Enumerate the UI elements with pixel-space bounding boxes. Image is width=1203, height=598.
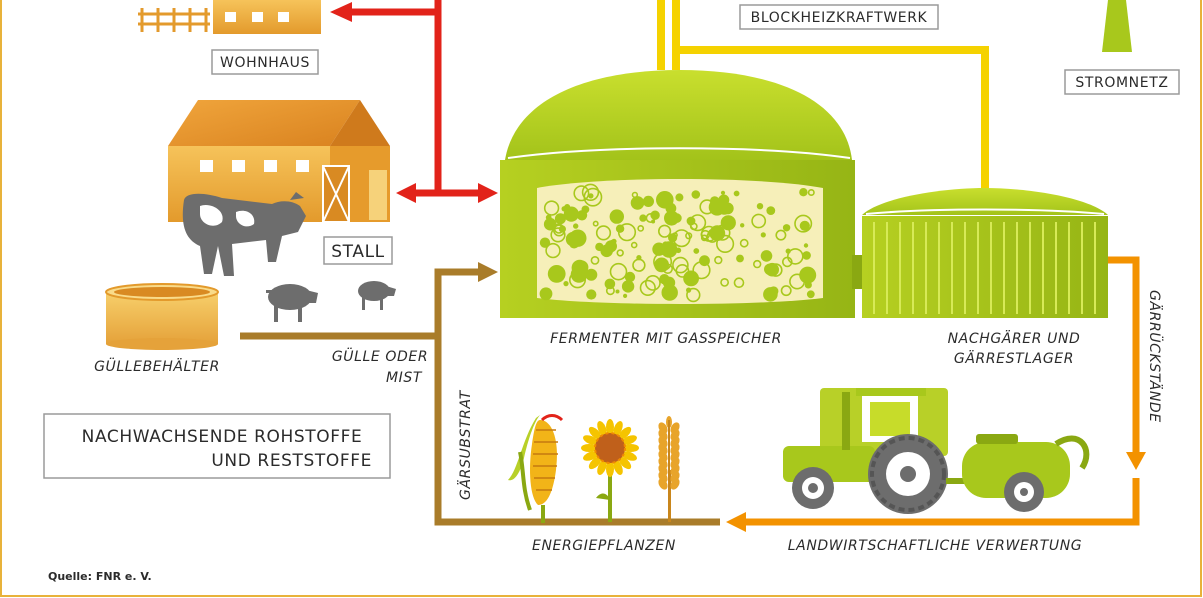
sunflower-icon: [581, 419, 639, 522]
stromnetz-label-box: [1064, 69, 1180, 95]
pig-icon: [358, 281, 396, 310]
gaersubstrat-label: GÄRSUBSTRAT: [456, 389, 474, 500]
nachgaerer-label-2: GÄRRESTLAGER: [954, 349, 1074, 367]
digestate-line: [726, 256, 1146, 532]
post-fermenter-icon: [862, 188, 1108, 318]
guellebehaelter-label: GÜLLEBEHÄLTER: [94, 357, 220, 375]
bhkw-label: BLOCKHEIZKRAFTWERK: [751, 10, 928, 26]
power-pylon-icon: [1102, 0, 1132, 52]
tank-icon: [105, 283, 219, 350]
cow-icon: [182, 192, 306, 276]
fermenter-label: FERMENTER MIT GASSPEICHER: [550, 331, 782, 347]
fermenter-icon: [500, 70, 868, 318]
fence-icon: [138, 8, 210, 32]
guelle-mist-label-1: GÜLLE ODER: [332, 347, 428, 365]
substrate-line: [240, 262, 720, 526]
house-group: [138, 0, 321, 34]
house-icon: [213, 0, 321, 34]
stall-label-box: [323, 236, 393, 265]
wohnhaus-label: WOHNHAUS: [220, 55, 310, 71]
stall-label: STALL: [331, 242, 384, 262]
tractor-icon: [783, 388, 1090, 514]
wohnhaus-label-box: [211, 49, 319, 75]
rohstoffe-label-box: [43, 413, 391, 479]
rohstoffe-label-1: NACHWACHSENDE ROHSTOFFE: [82, 427, 363, 447]
fermenter-bubbles: [539, 183, 817, 303]
verwertung-label: LANDWIRTSCHAFTLICHE VERWERTUNG: [788, 538, 1082, 554]
rohstoffe-label-2: UND RESTSTOFFE: [211, 451, 372, 471]
bhkw-label-box: [739, 4, 939, 30]
gaerrueckstaende-label: GÄRRÜCKSTÄNDE: [1146, 290, 1164, 423]
pig-icon: [266, 284, 318, 322]
gas-lines: [657, 0, 989, 192]
stromnetz-label: STROMNETZ: [1075, 75, 1168, 91]
guelle-mist-label-2: MIST: [386, 370, 423, 386]
source-note: Quelle: FNR e. V.: [48, 570, 152, 583]
heat-arrows: [330, 0, 498, 203]
corn-icon: [508, 414, 564, 523]
nachgaerer-label-1: NACHGÄRER UND: [948, 329, 1081, 347]
energiepflanzen-label: ENERGIEPFLANZEN: [532, 538, 676, 554]
wheat-icon: [658, 416, 680, 522]
